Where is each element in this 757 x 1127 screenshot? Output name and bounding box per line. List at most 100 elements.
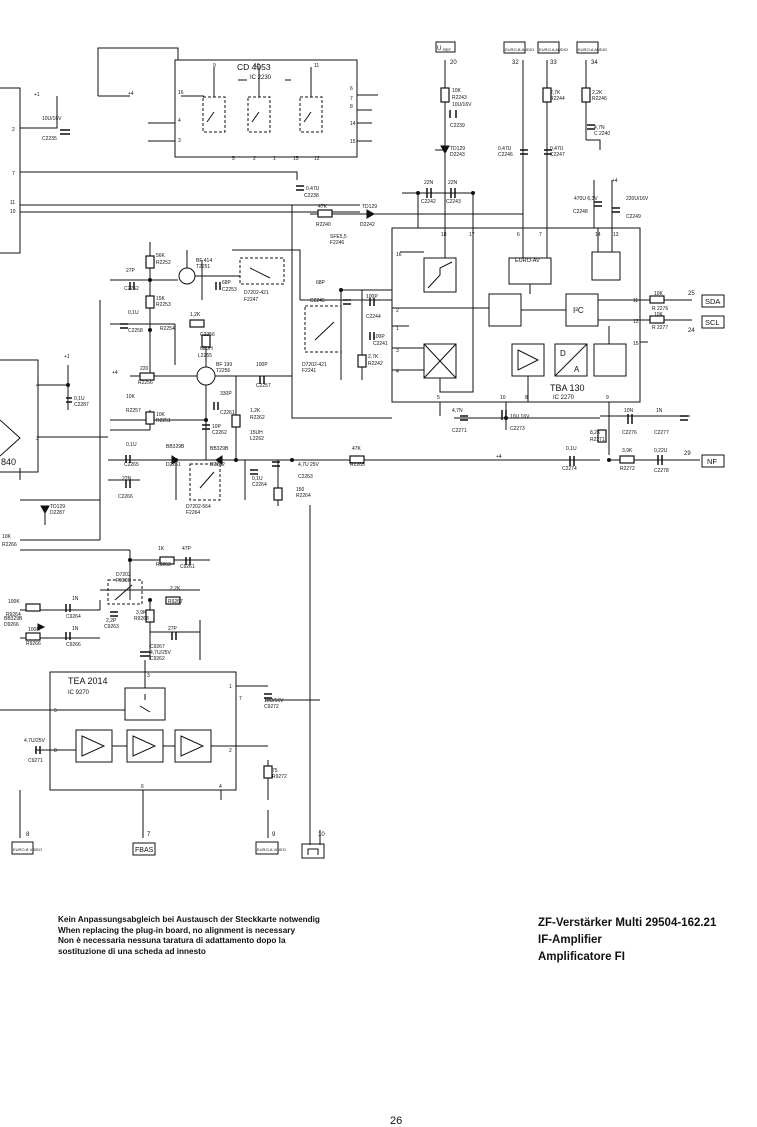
- conn-u: U: [437, 46, 441, 52]
- t2251-transistor: [178, 267, 196, 285]
- value-label: BF 414: [196, 258, 212, 264]
- euro-a-video-connector: [255, 841, 279, 855]
- ref-label: R2244: [550, 96, 565, 102]
- value-label: 15UH: [250, 430, 263, 436]
- value-label: 0,1U: [128, 310, 139, 316]
- tea-pin: 7: [239, 696, 242, 702]
- value-label: 3,9K: [622, 448, 633, 454]
- pin-32: 32: [512, 60, 519, 66]
- ref-label: C 2240: [594, 131, 610, 137]
- value-label: 100P: [373, 334, 385, 340]
- value-label: 22N: [122, 476, 132, 482]
- tea2014-name: TEA 2014: [68, 676, 108, 686]
- ref-label: C2241: [373, 341, 388, 347]
- cd-pin: 6: [350, 86, 353, 92]
- ref-label: T2251: [196, 264, 210, 270]
- ref-label: R2257: [126, 408, 141, 414]
- ref-label: R2265: [350, 462, 365, 468]
- value-label: D7202: [116, 572, 131, 578]
- ref-label: R 2277: [652, 325, 668, 331]
- ref-label: R2242: [368, 361, 383, 367]
- ref-label: C2263: [298, 474, 313, 480]
- ref-label: C2287: [74, 402, 89, 408]
- nf-terminal: [701, 454, 725, 468]
- value-label: D7202-421: [302, 362, 327, 368]
- ref-label: R9263: [156, 562, 171, 568]
- value-label: 4,7N: [452, 408, 463, 414]
- tba-pin: 16: [396, 252, 402, 258]
- block-a: A: [574, 365, 580, 374]
- tba-pin: 2: [396, 308, 399, 314]
- ref-label: C2256: [200, 332, 215, 338]
- pulse-connector: [301, 843, 325, 859]
- ref-label: R9266: [26, 641, 41, 647]
- ref-label: C2245: [310, 298, 325, 304]
- value-label: 2,7K: [550, 90, 561, 96]
- title-it: Amplificatore FI: [538, 951, 625, 963]
- cd-pin: 1: [273, 156, 276, 162]
- tea-pin: 5: [54, 708, 57, 714]
- euro-b-audio-connector: [503, 41, 526, 54]
- tba130-name: TBA 130: [550, 383, 585, 393]
- ref-label: D2243: [450, 152, 465, 158]
- ref-label: C9261: [180, 564, 195, 570]
- cd4053-box: [174, 59, 358, 158]
- tba-pin: 10: [500, 395, 506, 401]
- value-label: 470U 6,3V: [574, 196, 598, 202]
- ref-label: R9268: [134, 616, 149, 622]
- euro-a-audio2-connector: [576, 41, 599, 54]
- value-label: 10K: [156, 412, 166, 418]
- tba-pin: 13: [613, 232, 619, 238]
- value-label: 15K: [156, 296, 166, 302]
- cd-pin: 4: [178, 118, 181, 124]
- value-label: 22N: [448, 180, 458, 186]
- pin-25: 25: [688, 291, 695, 297]
- diagram-title: ZF-Verstärker Multi 29504-162.21 IF-Ampl…: [538, 915, 716, 966]
- pin-20: 20: [450, 60, 457, 66]
- tba-pin: 4: [396, 369, 399, 375]
- value-label: 1N: [72, 596, 79, 602]
- value-label: TD129: [50, 504, 65, 510]
- ref-label: C2235: [42, 136, 57, 142]
- tea-pin: 2: [229, 748, 232, 754]
- ref-label: C2248: [573, 209, 588, 215]
- ref-label: C9262: [150, 656, 165, 662]
- ref-label: R9267: [168, 599, 183, 605]
- ref-label: R2254: [160, 326, 175, 332]
- value-label: 2,2K: [592, 90, 603, 96]
- value-label: 10U/16V: [452, 102, 472, 108]
- value-label: 22N: [424, 180, 434, 186]
- left-pin: 11: [10, 200, 15, 206]
- value-label: 0,1U: [566, 446, 577, 452]
- supply-label: +4: [128, 91, 134, 97]
- tba-pin: 17: [469, 232, 475, 238]
- ref-label: F9265: [116, 578, 130, 584]
- ref-label: C2253: [222, 287, 237, 293]
- ref-label: R2264: [296, 493, 311, 499]
- tea-pin: 8: [54, 748, 57, 754]
- tba-pin: 9: [606, 395, 609, 401]
- cd-pin: 2: [253, 156, 256, 162]
- nf-label: NF: [707, 457, 717, 466]
- value-label: 68P: [316, 280, 326, 286]
- ref-label: R2243: [452, 95, 467, 101]
- title-en: IF-Amplifier: [538, 934, 602, 946]
- tba-pin: 11: [633, 298, 638, 304]
- ref-label: C2262: [212, 430, 227, 436]
- cd-pin: 8: [350, 104, 353, 110]
- tea-pin: 3: [147, 673, 150, 679]
- ref-label: C9266: [66, 642, 81, 648]
- pin-7: 7: [147, 832, 151, 838]
- tba130-box: [391, 227, 641, 403]
- ref-label: C2277: [654, 430, 669, 436]
- note-it-2: sostituzione di una scheda ad innesto: [58, 946, 206, 956]
- ref-label: R2266: [2, 542, 17, 548]
- ref-label: D2261: [166, 462, 181, 468]
- ref-label: C2261: [220, 410, 235, 416]
- partial-ic-name: 840: [1, 457, 16, 467]
- value-label: 220: [140, 366, 149, 372]
- ref-label: C2258: [128, 328, 143, 334]
- value-label: 0,1U: [252, 476, 263, 482]
- alignment-note: Kein Anpassungsabgleich bei Austausch de…: [58, 915, 398, 957]
